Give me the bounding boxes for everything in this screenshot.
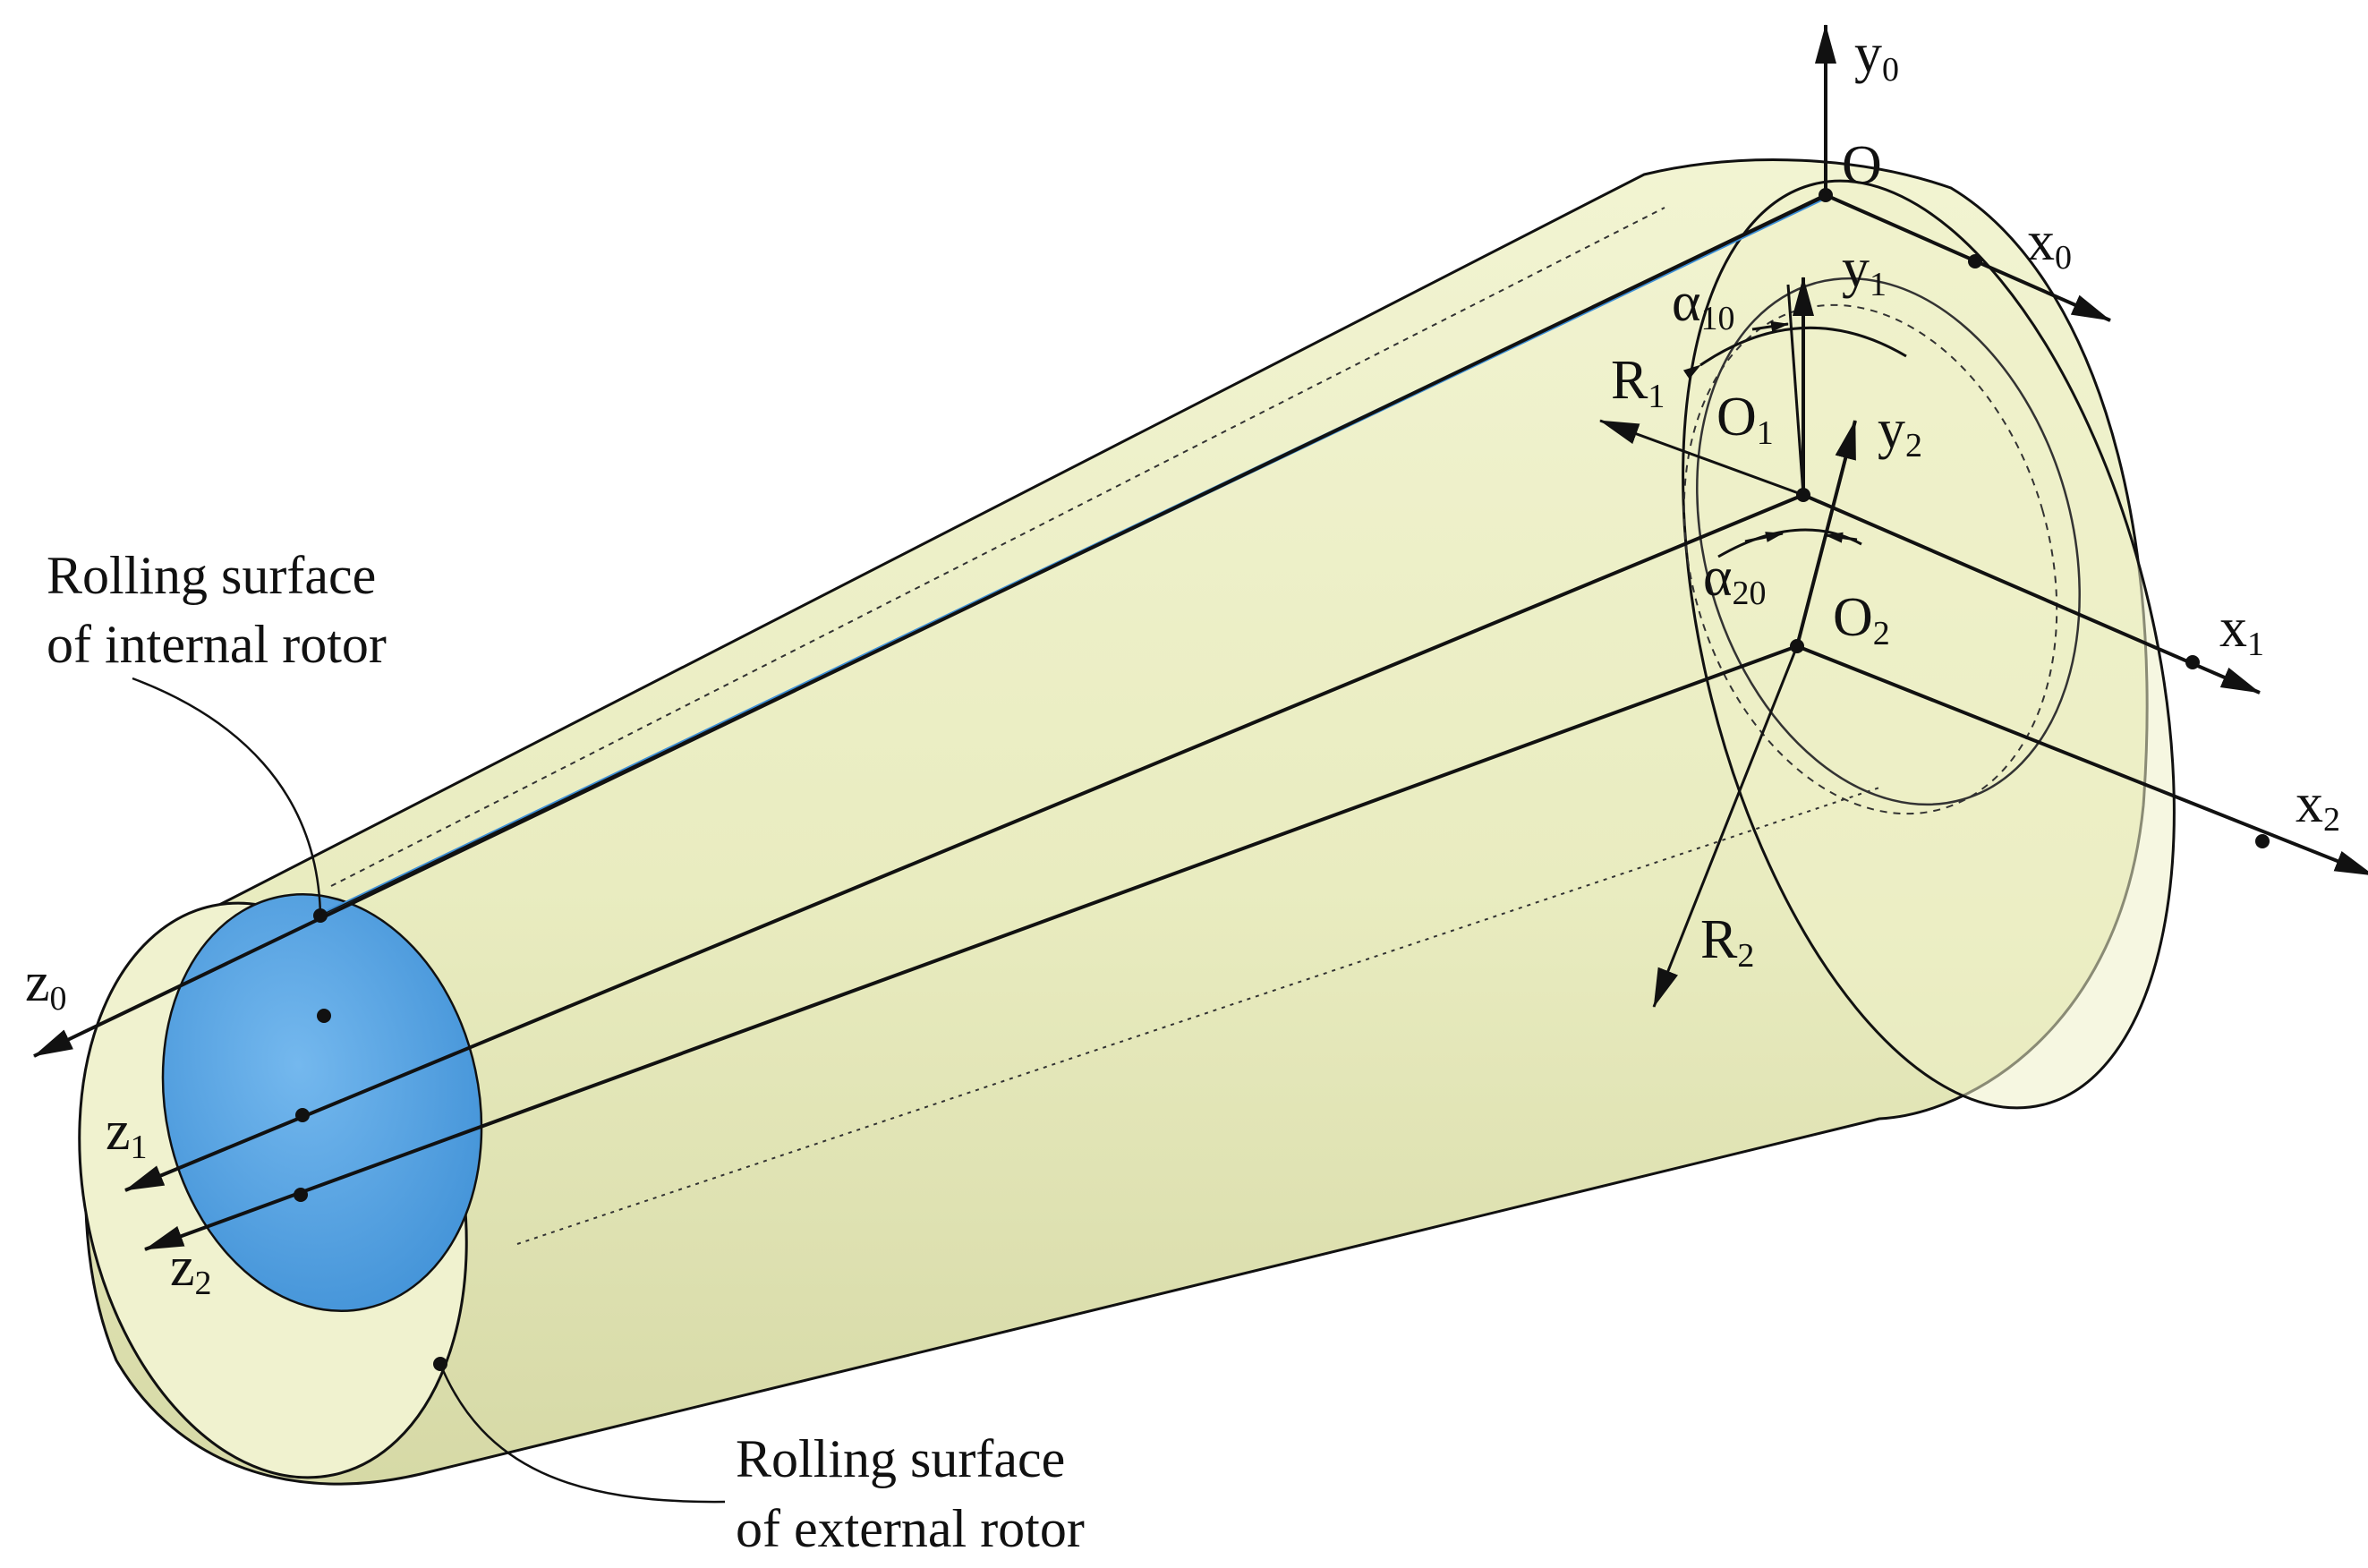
z0-label: z [25, 952, 50, 1013]
hidden-edge-top [330, 207, 1665, 887]
internal-rotor-caption-line2: of internal rotor [47, 615, 387, 674]
x2-axis [1796, 644, 2368, 876]
svg-text:O1: O1 [1716, 387, 1774, 452]
z2-axis [144, 644, 1798, 1251]
svg-text:O2: O2 [1833, 587, 1890, 652]
inner-rotor-end-ellipse-hidden [1682, 303, 2058, 815]
x2-label: x [2296, 773, 2323, 834]
large-end-ellipse [1682, 179, 2176, 1110]
external-rotor-caption-line2: of external rotor [736, 1499, 1085, 1558]
z1-label: z [106, 1101, 131, 1162]
y1-tilted [1786, 284, 1805, 496]
alpha10-arc [1682, 326, 1907, 379]
R1-label: R [1611, 350, 1648, 411]
external-rotor-leader [439, 1363, 726, 1504]
svg-text:y2: y2 [1878, 399, 1922, 464]
svg-text:z2: z2 [170, 1237, 212, 1302]
svg-text:y1: y1 [1842, 238, 1887, 303]
svg-text:R2: R2 [1700, 909, 1754, 975]
R2-radius [1652, 645, 1799, 1008]
svg-text:α20: α20 [1703, 547, 1766, 612]
svg-text:R1: R1 [1611, 350, 1665, 415]
x1-axis [1802, 493, 2261, 695]
R2-label: R [1700, 909, 1738, 970]
svg-text:x1: x1 [2219, 598, 2264, 663]
y2-label: y [1878, 399, 1905, 460]
z2-label: z [170, 1237, 195, 1298]
svg-text:z1: z1 [106, 1101, 148, 1166]
internal-rotor-caption-line1: Rolling surface [47, 546, 376, 605]
y0-label: y [1854, 23, 1882, 84]
alpha20-label: α [1703, 547, 1732, 608]
origin-point [1819, 188, 1833, 202]
O2-label: O [1833, 587, 1873, 648]
svg-text:x2: x2 [2296, 773, 2340, 839]
O-label: O [1842, 135, 1882, 196]
O1-point [1796, 488, 1810, 502]
z1-axis [124, 493, 1804, 1192]
svg-text:x0: x0 [2027, 211, 2072, 277]
svg-text:α10: α10 [1672, 272, 1734, 337]
x0-label: x [2027, 211, 2055, 272]
O2-point [1790, 639, 1804, 653]
internal-rotor-leader [132, 677, 322, 916]
alpha10-label: α [1672, 272, 1700, 333]
R1-radius [1599, 419, 1804, 497]
z0-axis [33, 193, 1827, 1058]
hidden-edge-bottom [516, 787, 1880, 1245]
O1-label: O [1716, 387, 1757, 447]
internal-rotor-face [161, 893, 483, 1312]
x1-label: x [2219, 598, 2247, 659]
external-rotor-caption-line1: Rolling surface [736, 1429, 1065, 1488]
svg-text:y0: y0 [1854, 23, 1899, 89]
x0-axis [1825, 193, 2111, 322]
inner-rotor-end-ellipse [1696, 277, 2081, 806]
y1-label: y [1842, 238, 1870, 299]
svg-text:z0: z0 [25, 952, 67, 1018]
